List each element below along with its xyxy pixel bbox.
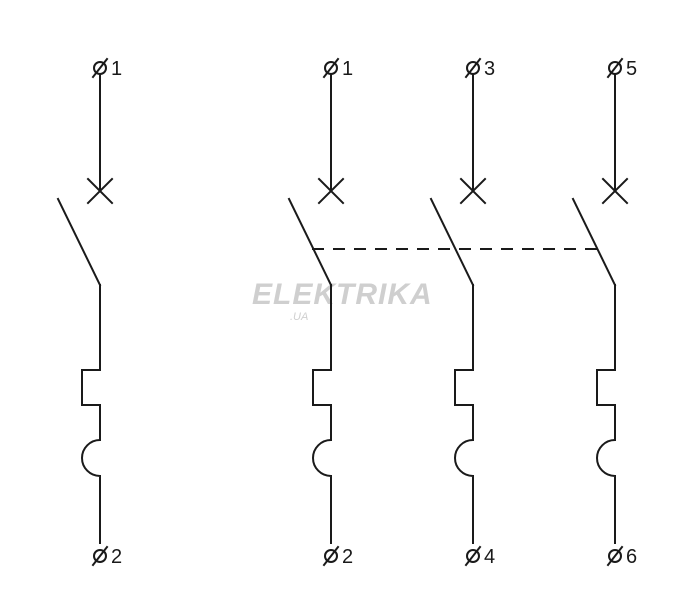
contact-x-mark: [86, 177, 114, 205]
bottom-terminal-label: 2: [342, 546, 353, 568]
single-pole-breaker: 12: [56, 57, 122, 568]
top-terminal-label: 1: [111, 58, 122, 80]
top-terminal-label: 1: [342, 58, 353, 80]
watermark-logo: ELEKTRIKA .UA: [252, 278, 433, 323]
bottom-terminal-label: 6: [626, 546, 637, 568]
top-terminal-label: 5: [626, 58, 637, 80]
switch-blade: [429, 197, 475, 287]
bottom-terminal-symbol: [324, 549, 338, 563]
bottom-terminal-slash: [91, 545, 109, 567]
breaker-pole: 12: [287, 57, 353, 568]
contact-x-mark: [601, 177, 629, 205]
trip-element-wire: [312, 284, 332, 544]
bottom-terminal-slash: [322, 545, 340, 567]
contact-x-mark: [317, 177, 345, 205]
top-terminal-slash: [322, 57, 340, 79]
contact-x-mark: [459, 177, 487, 205]
switch-blade: [287, 197, 333, 287]
switch-blade: [56, 197, 102, 287]
bottom-terminal-slash: [606, 545, 624, 567]
top-terminal-slash: [464, 57, 482, 79]
watermark-domain: .UA: [290, 311, 308, 323]
bottom-terminal-slash: [464, 545, 482, 567]
bottom-terminal-label: 2: [111, 546, 122, 568]
breaker-pole: 56: [571, 57, 637, 568]
top-terminal-label: 3: [484, 58, 495, 80]
bottom-terminal-label: 4: [484, 546, 495, 568]
bottom-terminal-symbol: [93, 549, 107, 563]
breaker-pole: 12: [56, 57, 122, 568]
bottom-terminal-symbol: [466, 549, 480, 563]
trip-element-wire: [81, 284, 101, 544]
trip-element-wire: [596, 284, 616, 544]
breaker-pole: 34: [429, 57, 495, 568]
trip-element-wire: [454, 284, 474, 544]
top-terminal-slash: [606, 57, 624, 79]
watermark-brand: ELEKTRIKA: [252, 278, 433, 311]
bottom-terminal-symbol: [608, 549, 622, 563]
top-terminal-slash: [91, 57, 109, 79]
switch-blade: [571, 197, 617, 287]
